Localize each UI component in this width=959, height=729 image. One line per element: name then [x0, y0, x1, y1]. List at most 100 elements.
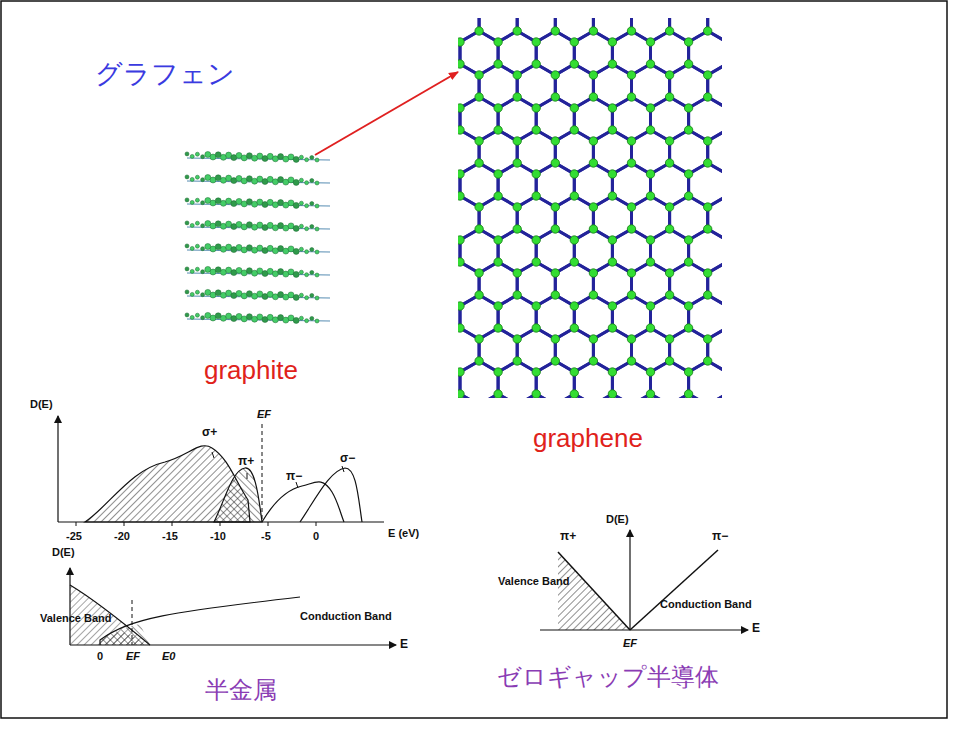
- atom: [475, 93, 483, 101]
- atom: [458, 170, 464, 178]
- band-label: π−: [286, 470, 302, 483]
- carbon-dot: [185, 313, 189, 317]
- atom: [494, 192, 502, 200]
- atom: [589, 27, 597, 35]
- carbon-dot: [310, 179, 314, 183]
- atom: [551, 269, 559, 277]
- carbon-dot: [310, 248, 314, 252]
- atom: [532, 104, 540, 112]
- atom: [513, 159, 521, 167]
- atom: [646, 236, 654, 244]
- carbon-dot: [195, 175, 199, 179]
- atom: [589, 291, 597, 299]
- carbon-dot: [185, 221, 189, 225]
- atom: [704, 27, 712, 35]
- atom: [608, 368, 616, 376]
- carbon-dot: [185, 175, 189, 179]
- carbon-dot: [195, 313, 199, 317]
- atom: [570, 390, 578, 398]
- atom: [532, 236, 540, 244]
- atom: [513, 225, 521, 233]
- carbon-dot: [201, 178, 205, 182]
- carbon-dot: [190, 223, 194, 227]
- carbon-dot: [293, 202, 299, 208]
- atom: [646, 170, 654, 178]
- carbon-dot: [190, 292, 194, 296]
- atom: [627, 137, 635, 145]
- band-label: π−: [712, 530, 728, 543]
- atom: [551, 159, 559, 167]
- carbon-dot: [299, 270, 303, 274]
- atom: [532, 324, 540, 332]
- atom: [665, 269, 673, 277]
- atom: [570, 170, 578, 178]
- caption-label: 半金属: [205, 677, 277, 703]
- carbon-dot: [315, 227, 319, 231]
- band-label: σ+: [202, 426, 217, 439]
- atom: [494, 258, 502, 266]
- atom: [532, 126, 540, 134]
- band-label: Valence Band: [498, 575, 570, 587]
- atom: [570, 368, 578, 376]
- atom: [665, 203, 673, 211]
- atom: [704, 71, 712, 79]
- atom: [704, 291, 712, 299]
- atom: [704, 137, 712, 145]
- atom: [494, 302, 502, 310]
- atom: [532, 60, 540, 68]
- atom: [532, 258, 540, 266]
- atom: [627, 93, 635, 101]
- atom: [532, 38, 540, 46]
- carbon-dot: [195, 152, 199, 156]
- atom: [608, 126, 616, 134]
- atom: [532, 390, 540, 398]
- graphene-lattice: [458, 18, 722, 398]
- atom: [589, 357, 597, 365]
- atom: [551, 27, 559, 35]
- frame: [1, 1, 947, 718]
- atom: [551, 225, 559, 233]
- atom: [646, 104, 654, 112]
- atom: [684, 60, 692, 68]
- band-label: Conduction Band: [300, 610, 392, 622]
- carbon-dot: [201, 293, 205, 297]
- atom: [589, 203, 597, 211]
- carbon-dot: [315, 250, 319, 254]
- atom: [513, 203, 521, 211]
- atom: [684, 126, 692, 134]
- carbon-dot: [310, 202, 314, 206]
- atom: [608, 170, 616, 178]
- atom: [494, 38, 502, 46]
- atom: [513, 291, 521, 299]
- carbon-dot: [190, 154, 194, 158]
- carbon-dot: [299, 247, 303, 251]
- atom: [458, 38, 464, 46]
- atom: [646, 38, 654, 46]
- atom: [494, 368, 502, 376]
- atom: [608, 324, 616, 332]
- tick-number: 0: [313, 530, 319, 542]
- atom: [665, 335, 673, 343]
- carbon-dot: [299, 155, 303, 159]
- atom: [570, 258, 578, 266]
- atom: [513, 137, 521, 145]
- carbon-dot: [310, 293, 314, 297]
- carbon-dot: [185, 267, 189, 271]
- carbon-dot: [293, 225, 299, 231]
- atom: [475, 71, 483, 79]
- atom: [570, 126, 578, 134]
- carbon-dot: [201, 247, 205, 251]
- axis-label: E0: [162, 650, 175, 662]
- carbon-dot: [310, 316, 314, 320]
- dos-semimetal: [70, 568, 396, 645]
- atom: [704, 203, 712, 211]
- carbon-dot: [315, 204, 319, 208]
- carbon-dot: [185, 198, 189, 202]
- axis-label: 0: [97, 650, 103, 662]
- atom: [494, 126, 502, 134]
- atom: [627, 27, 635, 35]
- atom: [570, 60, 578, 68]
- band-label: σ−: [340, 452, 355, 465]
